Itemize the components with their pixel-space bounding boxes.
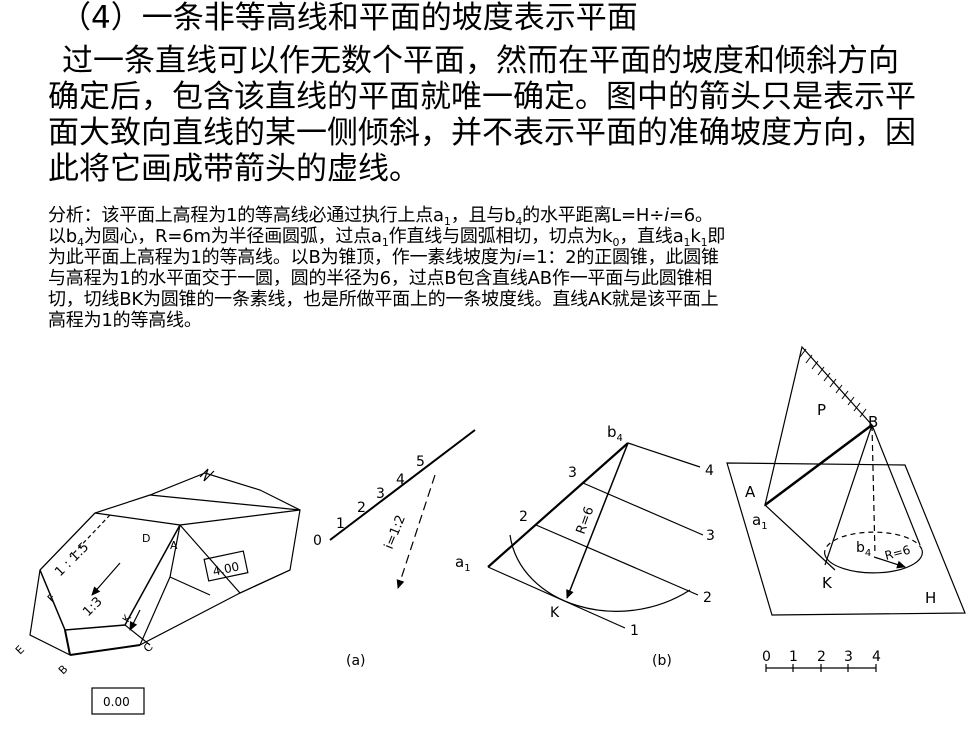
scale-3: 3 bbox=[844, 649, 853, 665]
label-a1-c: a1 bbox=[752, 511, 768, 532]
label-b4: b4 bbox=[607, 423, 623, 444]
analysis-line-3: 为此平面上高程为1的等高线。以B为锥顶，作一素线坡度为i=1：2的正圆锥，此圆锥 bbox=[48, 247, 719, 268]
contour-right-3: 3 bbox=[706, 528, 715, 544]
contour-right-2: 2 bbox=[703, 590, 712, 606]
analysis-text: ，直线a bbox=[619, 226, 684, 247]
scale-2: 2 bbox=[817, 649, 826, 665]
contour-left-2: 2 bbox=[519, 509, 528, 525]
label-a1-b: a1 bbox=[455, 553, 471, 574]
subscript: 0 bbox=[612, 236, 620, 249]
analysis-text: =6。 bbox=[668, 205, 713, 226]
analysis-text: 以b bbox=[48, 226, 78, 247]
analysis-line-5: 切，切线BK为圆锥的一条素线，也是所做平面上的一条坡度线。直线AK就是该平面上 bbox=[48, 289, 719, 310]
slope-ratio-label: i=1:2 bbox=[382, 513, 409, 551]
contour-right-1: 1 bbox=[630, 623, 639, 639]
slope-label-1: 1 : 1.5 bbox=[52, 540, 92, 580]
subscript: 1 bbox=[683, 236, 691, 249]
label-A: A bbox=[170, 539, 178, 552]
figure-area: 1 : 1.5 1:3 D A E F B C K 4.00 0.00 0 1 … bbox=[13, 345, 966, 715]
label-P: P bbox=[817, 401, 826, 419]
label-H: H bbox=[925, 589, 936, 607]
analysis-line-2: 以b4为圆心，R=6m为半径画圆弧，过点a1作直线与圆弧相切，切点为k0，直线a… bbox=[48, 226, 726, 249]
label-B-c: B bbox=[868, 413, 878, 431]
figure-c bbox=[726, 345, 966, 672]
slope-symbol: i bbox=[516, 247, 522, 268]
analysis-text: 分析：该平面上高程为1的等高线必通过执行上点a bbox=[48, 205, 444, 226]
tick-4: 4 bbox=[396, 472, 405, 488]
isometric-slope-figure bbox=[29, 468, 301, 715]
analysis-line-6: 高程为1的等高线。 bbox=[48, 310, 202, 331]
caption-b: (b) bbox=[652, 653, 672, 669]
paragraph-line-4: 此将它画成带箭头的虚线。 bbox=[48, 151, 420, 187]
elevation-4: 4.00 bbox=[211, 559, 240, 578]
scale-0: 0 bbox=[762, 649, 771, 665]
radius-label-c: R=6 bbox=[883, 543, 912, 563]
label-K-c: K bbox=[822, 574, 833, 592]
tick-0: 0 bbox=[313, 533, 322, 549]
figure-a bbox=[329, 429, 476, 589]
analysis-text: 即 bbox=[707, 226, 726, 247]
label-b4-c: b4 bbox=[856, 540, 871, 559]
label-F: F bbox=[45, 591, 59, 605]
tick-3: 3 bbox=[376, 486, 385, 502]
analysis-line-4: 与高程为1的水平面交于一圆，圆的半径为6，过点B包含直线AB作一平面与此圆锥相 bbox=[48, 268, 713, 289]
paragraph-line-1: 过一条直线可以作无数个平面，然而在平面的坡度和倾斜方向 bbox=[62, 43, 899, 79]
analysis-text: 为圆心，R=6m为半径画圆弧，过点a bbox=[83, 226, 382, 247]
label-B: B bbox=[56, 663, 71, 678]
figure-b bbox=[487, 442, 704, 629]
label-K: K bbox=[121, 613, 134, 625]
analysis-text: 作直线与圆弧相切，切点为k bbox=[388, 226, 613, 247]
scale-4: 4 bbox=[872, 649, 881, 665]
contour-right-4: 4 bbox=[705, 463, 714, 479]
paragraph-line-2: 确定后，包含该直线的平面就唯一确定。图中的箭头只是表示平 bbox=[48, 79, 916, 115]
subscript: 1 bbox=[443, 215, 451, 228]
analysis-text: =1：2的正圆锥，此圆锥 bbox=[521, 247, 719, 268]
label-C: C bbox=[141, 640, 156, 655]
analysis-text: 为此平面上高程为1的等高线。以B为锥顶，作一素线坡度为 bbox=[48, 247, 517, 268]
slope-symbol: i bbox=[664, 205, 669, 226]
analysis-text: k bbox=[690, 226, 701, 247]
tick-1: 1 bbox=[336, 516, 345, 532]
analysis-text: ，且与b bbox=[450, 205, 516, 226]
paragraph-line-3: 面大致向直线的某一侧倾斜，并不表示平面的准确坡度方向，因 bbox=[48, 115, 916, 151]
analysis-text: 的水平距离L=H÷ bbox=[522, 205, 665, 226]
tick-2: 2 bbox=[357, 500, 366, 516]
subscript: 1 bbox=[381, 236, 389, 249]
elevation-0: 0.00 bbox=[103, 695, 130, 709]
label-k-b: K bbox=[550, 605, 560, 621]
analysis-line-1: 分析：该平面上高程为1的等高线必通过执行上点a1，且与b4的水平距离L=H÷i=… bbox=[48, 205, 713, 228]
subscript: 1 bbox=[700, 236, 708, 249]
label-E: E bbox=[13, 643, 27, 657]
slope-label-2: 1:3 bbox=[80, 594, 105, 619]
contour-left-3: 3 bbox=[568, 465, 577, 481]
tick-5: 5 bbox=[416, 454, 425, 470]
scale-1: 1 bbox=[789, 649, 798, 665]
label-A-c: A bbox=[745, 483, 756, 501]
label-D: D bbox=[142, 532, 150, 545]
subscript: 4 bbox=[515, 215, 523, 228]
section-heading: （4）一条非等高线和平面的坡度表示平面 bbox=[60, 0, 638, 36]
caption-a: (a) bbox=[346, 653, 366, 669]
subscript: 4 bbox=[77, 236, 84, 249]
